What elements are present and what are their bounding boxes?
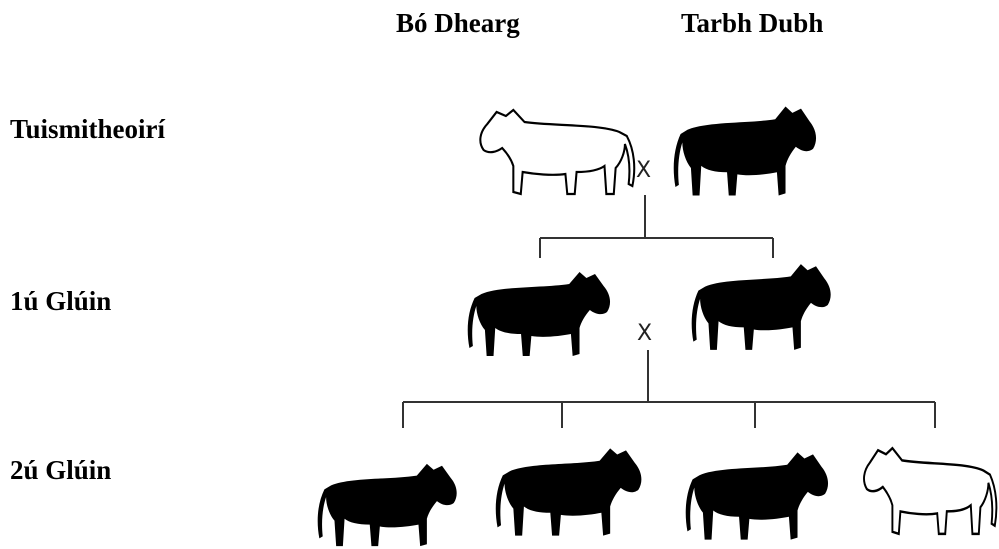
row-label-first-generation: 1ú Glúin: [10, 286, 112, 316]
cow-icon-red-parent: [479, 108, 636, 196]
parent-header-red-cow: Bó Dhearg: [396, 8, 520, 38]
cow-icon-black-gen1-right: [691, 264, 831, 350]
cross-symbol-parents: X: [636, 158, 652, 183]
cow-icon-red-gen2-4: [862, 446, 998, 536]
parent-header-black-bull: Tarbh Dubh: [681, 8, 824, 38]
row-label-second-generation: 2ú Glúin: [10, 455, 112, 485]
cow-icon-black-gen1-left: [467, 272, 611, 356]
cross-connector-parents: [539, 195, 774, 258]
row-label-parents: Tuismitheoirí: [10, 114, 166, 144]
cross-connector-first-generation: [402, 350, 936, 428]
bull-icon-black-parent: [673, 106, 817, 196]
cow-icon-black-gen2-3: [685, 452, 829, 540]
cow-icon-black-gen2-2: [495, 448, 642, 536]
cross-symbol-first-generation: X: [637, 321, 653, 346]
cow-icon-black-gen2-1: [317, 463, 457, 547]
